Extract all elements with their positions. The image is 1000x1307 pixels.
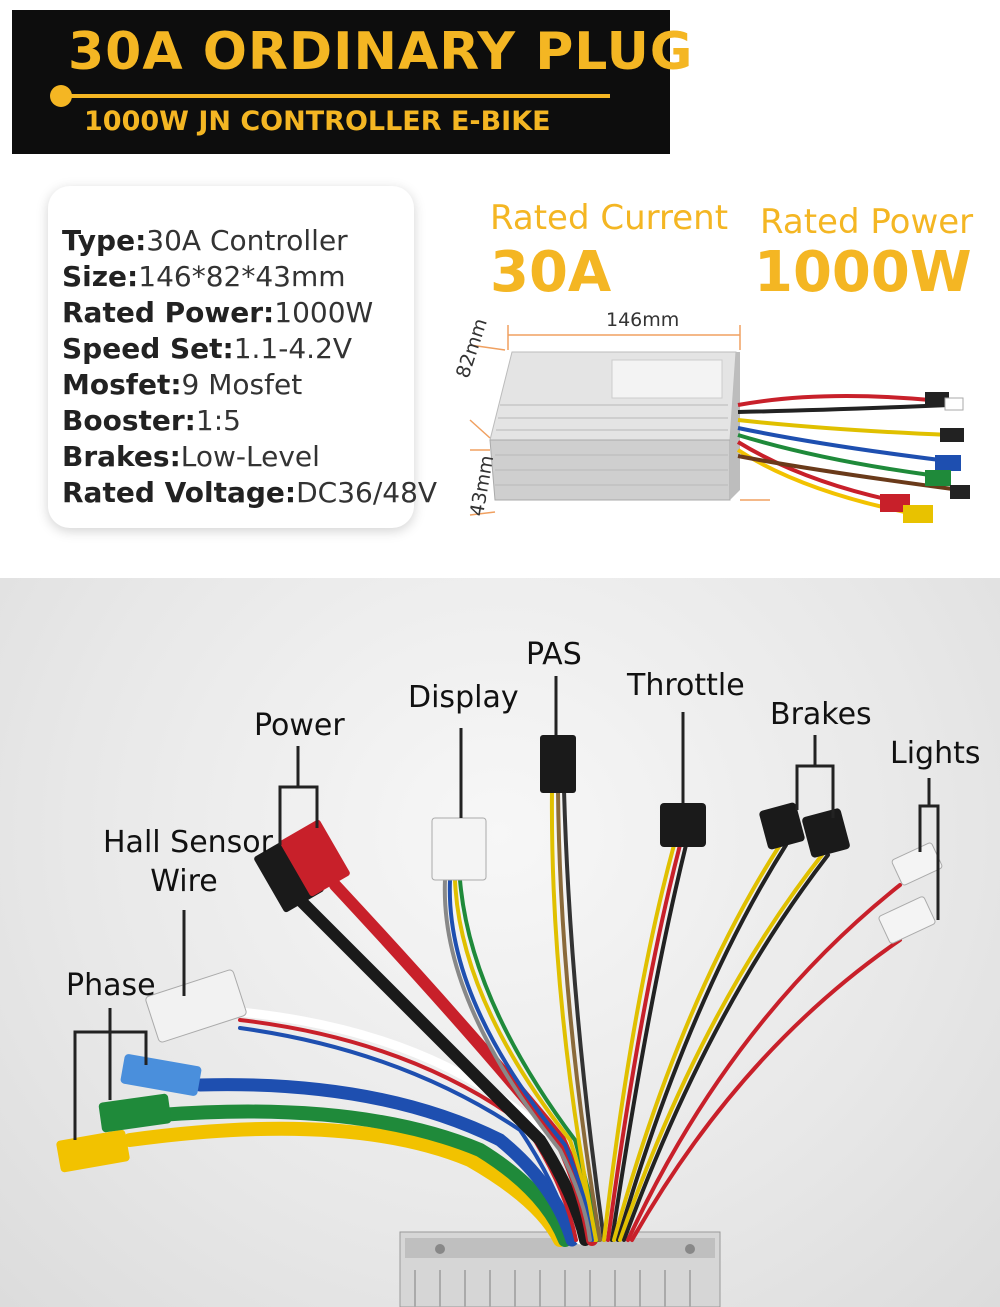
spec-row-brakes: Brakes:Low-Level — [62, 440, 437, 476]
banner-title: 30A ORDINARY PLUG — [68, 22, 694, 82]
spec-key: Rated Power: — [62, 296, 275, 329]
title-banner — [12, 10, 670, 154]
spec-row-size: Size:146*82*43mm — [62, 260, 437, 296]
banner-underline — [62, 94, 610, 98]
spec-key: Booster: — [62, 404, 196, 437]
rated-power-label: Rated Power — [760, 202, 974, 242]
spec-row-type: Type:30A Controller — [62, 224, 437, 260]
spec-value: 1:5 — [195, 404, 241, 437]
spec-value: 30A Controller — [146, 224, 348, 257]
spec-card — [48, 186, 414, 528]
spec-row-speed-set: Speed Set:1.1-4.2V — [62, 332, 437, 368]
spec-row-rated-power: Rated Power:1000W — [62, 296, 437, 332]
spec-value: 1000W — [274, 296, 374, 329]
label-phase: Phase — [66, 968, 156, 1003]
label-power: Power — [254, 708, 345, 743]
spec-row-rated-voltage: Rated Voltage:DC36/48V — [62, 476, 437, 512]
spec-key: Brakes: — [62, 440, 181, 473]
label-hall-line1: Hall Sensor — [103, 825, 273, 860]
banner-dot-icon — [50, 85, 72, 107]
rated-current-label: Rated Current — [490, 198, 729, 238]
spec-row-booster: Booster:1:5 — [62, 404, 437, 440]
spec-key: Rated Voltage: — [62, 476, 297, 509]
controller-body — [489, 351, 740, 501]
dimension-lines — [469, 325, 770, 516]
dimension-length: 146mm — [606, 309, 680, 331]
spec-key: Size: — [62, 260, 139, 293]
dimension-width: 82mm — [452, 315, 492, 381]
banner-subtitle: 1000W JN CONTROLLER E-BIKE — [84, 106, 551, 137]
label-throttle: Throttle — [627, 668, 745, 703]
spec-key: Speed Set: — [62, 332, 234, 365]
small-wire-harness — [736, 394, 961, 514]
label-display: Display — [408, 680, 519, 715]
label-lights: Lights — [890, 736, 981, 771]
spec-value: 9 Mosfet — [181, 368, 303, 401]
label-hall-line2: Wire — [150, 864, 218, 899]
label-brakes: Brakes — [770, 697, 872, 732]
spec-key: Type: — [62, 224, 147, 257]
label-pas: PAS — [526, 637, 582, 672]
spec-value: Low-Level — [180, 440, 320, 473]
small-connectors — [880, 392, 970, 523]
dimension-height: 43mm — [466, 453, 499, 518]
spec-key: Mosfet: — [62, 368, 182, 401]
rated-current-value: 30A — [490, 240, 612, 305]
label-hall-sensor-wire: Hall Sensor Wire — [103, 825, 273, 899]
rated-power-value: 1000W — [754, 240, 972, 305]
spec-value: 1.1-4.2V — [233, 332, 353, 365]
spec-row-mosfet: Mosfet:9 Mosfet — [62, 368, 437, 404]
spec-value: 146*82*43mm — [138, 260, 346, 293]
spec-list: Type:30A Controller Size:146*82*43mm Rat… — [62, 224, 437, 512]
spec-value: DC36/48V — [296, 476, 438, 509]
